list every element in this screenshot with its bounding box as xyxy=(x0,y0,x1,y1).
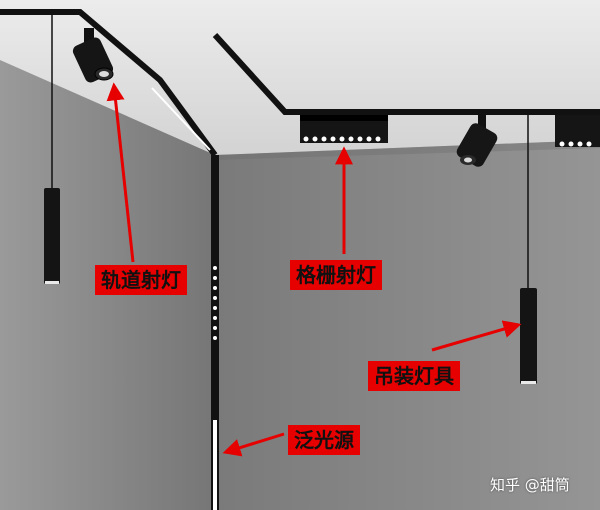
ceiling-track-left xyxy=(0,9,218,157)
label-pendant-light: 吊装灯具 xyxy=(368,361,460,391)
right-pendant-glow xyxy=(521,381,536,384)
wall-track-dots xyxy=(213,266,217,340)
arrow-flood-light xyxy=(222,432,285,457)
track-spotlight-fixture xyxy=(72,28,114,83)
arrow-track-spotlight xyxy=(106,82,135,263)
left-pendant-glow xyxy=(45,281,59,284)
grille-light-fixture xyxy=(300,115,388,143)
ceiling-track-right xyxy=(212,32,600,115)
track-light-strip xyxy=(151,87,211,151)
watermark-text: 知乎 @甜筒 xyxy=(490,476,570,494)
right-pendant-body xyxy=(520,288,537,384)
ceiling-edge xyxy=(215,140,600,160)
right-grille-light xyxy=(555,115,600,147)
left-pendant-body xyxy=(44,188,60,284)
right-track-spotlight xyxy=(456,115,498,167)
label-track-spotlight: 轨道射灯 xyxy=(95,265,187,295)
back-wall xyxy=(215,140,600,510)
label-grille-light: 格栅射灯 xyxy=(290,260,382,290)
wall-track xyxy=(211,155,219,510)
label-flood-light: 泛光源 xyxy=(288,425,360,455)
arrow-pendant-light xyxy=(431,320,522,352)
wall-flood-strip xyxy=(213,420,217,510)
